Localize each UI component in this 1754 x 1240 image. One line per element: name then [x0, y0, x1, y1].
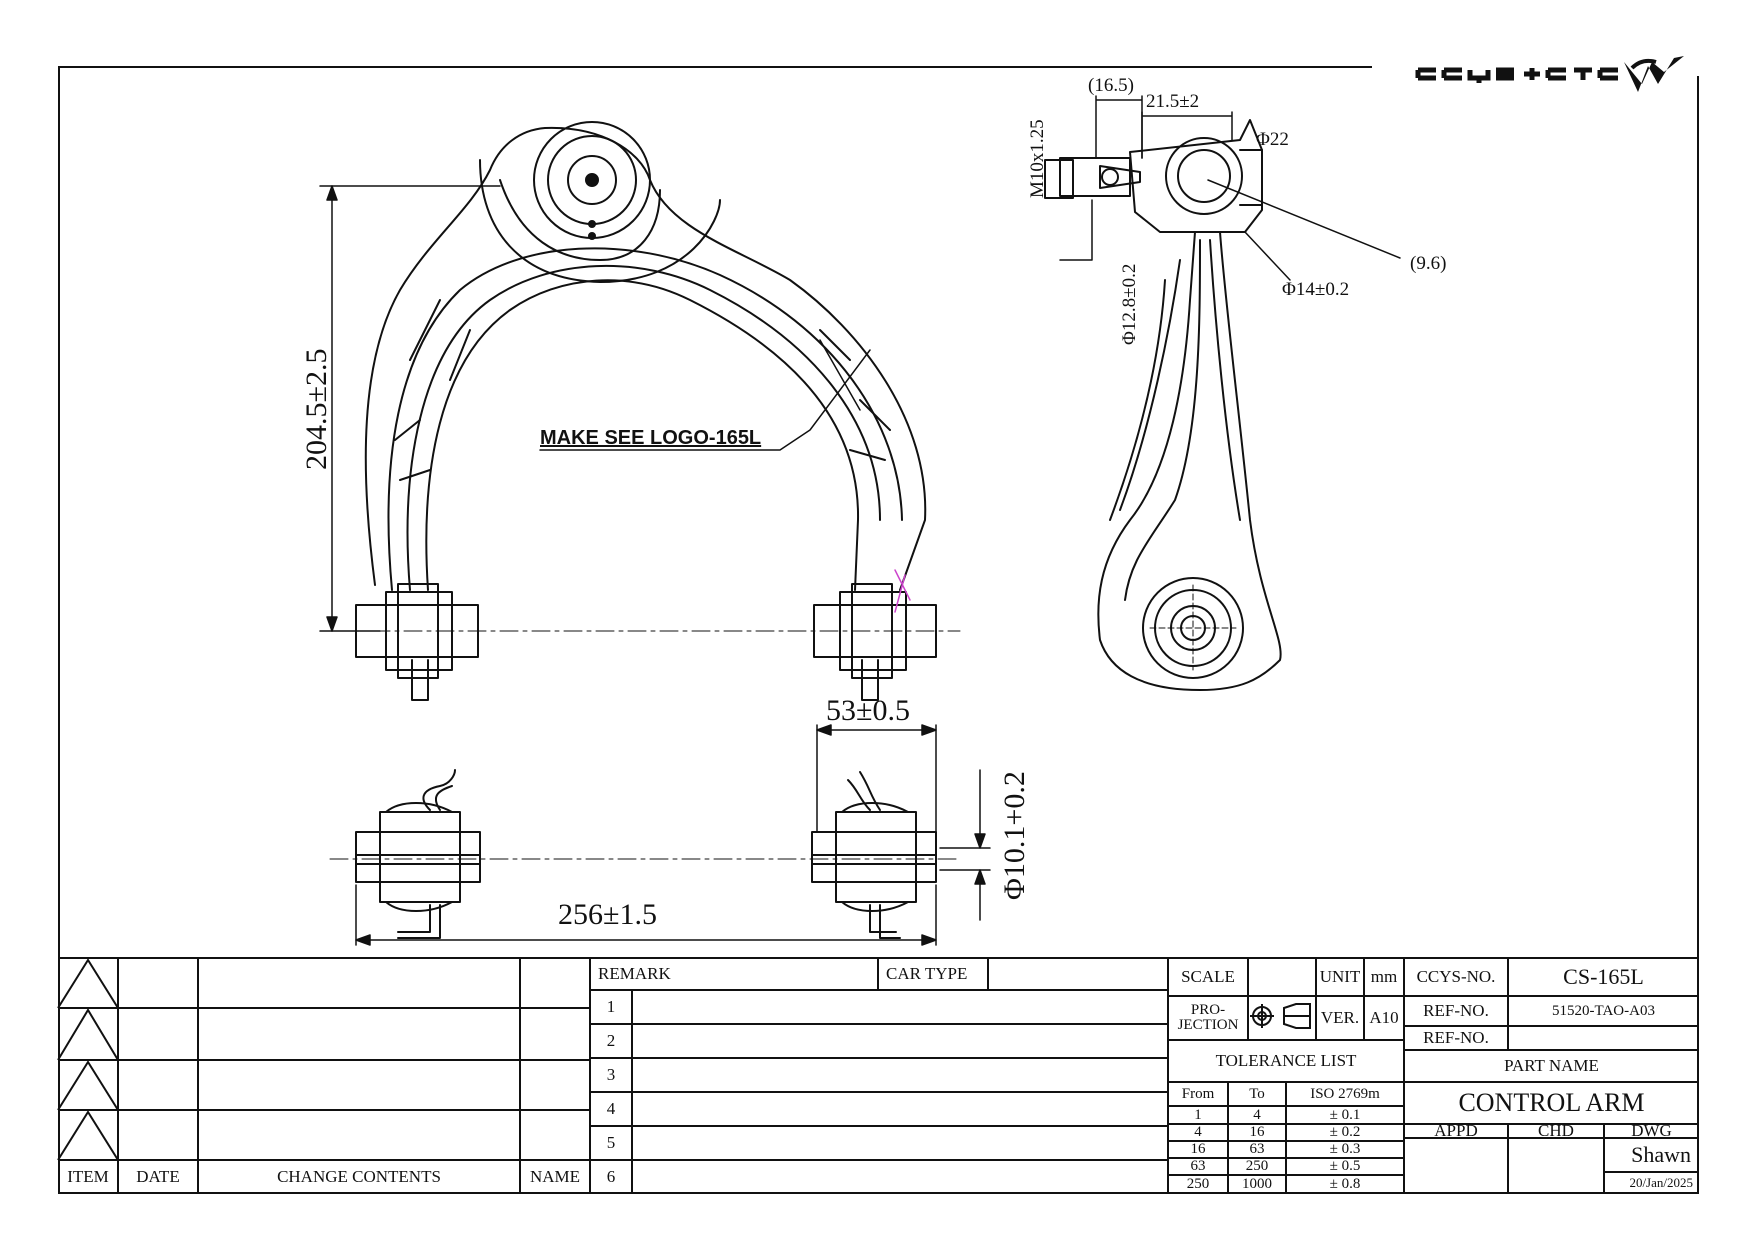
remark-row-number: 5 — [606, 1133, 616, 1152]
remark-label: REMARK — [598, 964, 671, 983]
thread-label: M10x1.25 — [1027, 119, 1048, 198]
part-name-value: CONTROL ARM — [1458, 1088, 1645, 1117]
taper-small-diameter-label: Φ12.8±0.2 — [1119, 263, 1140, 345]
tolerance-header-iso: ISO 2769m — [1310, 1085, 1380, 1102]
projection-label-line1: PRO- — [1190, 1002, 1226, 1018]
part-name-label: PART NAME — [1504, 1056, 1599, 1075]
stud-offset-label: 21.5±2 — [1146, 91, 1200, 112]
height-dimension-label: 204.5±2.5 — [300, 348, 333, 470]
overall-length-label: 256±1.5 — [558, 898, 657, 931]
tolerance-header-to: To — [1249, 1085, 1265, 1102]
unit-value: mm — [1370, 967, 1398, 986]
ccys-no-value: CS-165L — [1563, 964, 1644, 989]
tolerance-cell-to: 250 — [1245, 1158, 1269, 1174]
name-header: NAME — [529, 1167, 581, 1186]
bushing-width-label: 53±0.5 — [826, 694, 910, 727]
item-header: ITEM — [67, 1167, 109, 1186]
tolerance-cell-value: ± 0.8 — [1329, 1175, 1361, 1192]
ref-no2-label: REF-NO. — [1423, 1028, 1489, 1047]
remark-row-number: 6 — [606, 1167, 616, 1186]
tolerance-cell-to: 1000 — [1242, 1175, 1272, 1192]
logo-callout-note: MAKE SEE LOGO-165L — [540, 427, 762, 449]
front-view — [339, 121, 961, 701]
title-block-grid — [57, 957, 1699, 1194]
ball-diameter-label: Φ22 — [1256, 129, 1289, 150]
tolerance-cell-value: ± 0.5 — [1329, 1158, 1361, 1174]
tolerance-title: TOLERANCE LIST — [1215, 1051, 1357, 1070]
unit-label: UNIT — [1319, 967, 1361, 986]
projection-label: PRO- JECTION — [1168, 996, 1248, 1040]
tolerance-cell-from: 4 — [1194, 1124, 1202, 1140]
height-dimension — [319, 185, 501, 632]
tolerance-cell-from: 1 — [1194, 1106, 1202, 1123]
car-type-label: CAR TYPE — [886, 964, 968, 983]
taper-length-label: (9.6) — [1410, 253, 1447, 274]
version-label: VER. — [1320, 1008, 1360, 1027]
change-contents-header: CHANGE CONTENTS — [277, 1167, 441, 1186]
tolerance-cell-from: 16 — [1190, 1141, 1206, 1157]
remark-row-number: 2 — [606, 1031, 616, 1050]
version-value: A10 — [1369, 1008, 1399, 1027]
tolerance-cell-to: 16 — [1249, 1124, 1265, 1140]
dwg-label: DWG — [1631, 1121, 1672, 1140]
ref-no-label: REF-NO. — [1423, 1001, 1489, 1020]
bushing-section-view — [329, 769, 961, 939]
remark-row-number: 1 — [606, 997, 616, 1016]
remark-row-number: 3 — [606, 1065, 616, 1084]
bushing-bore-label: Φ10.1+0.2 — [998, 771, 1031, 900]
tolerance-cell-to: 63 — [1249, 1141, 1265, 1157]
tolerance-cell-from: 63 — [1190, 1158, 1206, 1174]
tolerance-cell-from: 250 — [1186, 1175, 1210, 1192]
scale-value — [1248, 958, 1316, 996]
drawn-by-value: Shawn — [1631, 1142, 1691, 1167]
ccys-no-label: CCYS-NO. — [1416, 967, 1496, 986]
tolerance-cell-value: ± 0.1 — [1329, 1106, 1361, 1123]
bottom-dimensions — [355, 724, 991, 946]
remark-row-number: 4 — [606, 1099, 616, 1118]
stud-length-label: (16.5) — [1088, 75, 1134, 96]
scale-label: SCALE — [1181, 967, 1235, 986]
tolerance-cell-value: ± 0.2 — [1329, 1124, 1361, 1140]
side-view — [1044, 95, 1401, 691]
drawing-date-value: 20/Jan/2025 — [1629, 1175, 1693, 1190]
ref-no2-value — [1508, 1026, 1699, 1050]
chd-label: CHD — [1538, 1121, 1574, 1140]
appd-label: APPD — [1434, 1121, 1478, 1140]
taper-large-diameter-label: Φ14±0.2 — [1282, 279, 1350, 300]
tolerance-cell-to: 4 — [1253, 1106, 1261, 1123]
tolerance-cell-value: ± 0.3 — [1329, 1141, 1361, 1157]
tolerance-header-from: From — [1181, 1085, 1215, 1102]
drawing-frame — [58, 66, 1699, 1194]
projection-label-line2: JECTION — [1177, 1017, 1239, 1033]
date-header: DATE — [136, 1167, 180, 1186]
company-logo — [1415, 56, 1684, 92]
ref-no-value: 51520-TAO-A03 — [1552, 1002, 1655, 1019]
